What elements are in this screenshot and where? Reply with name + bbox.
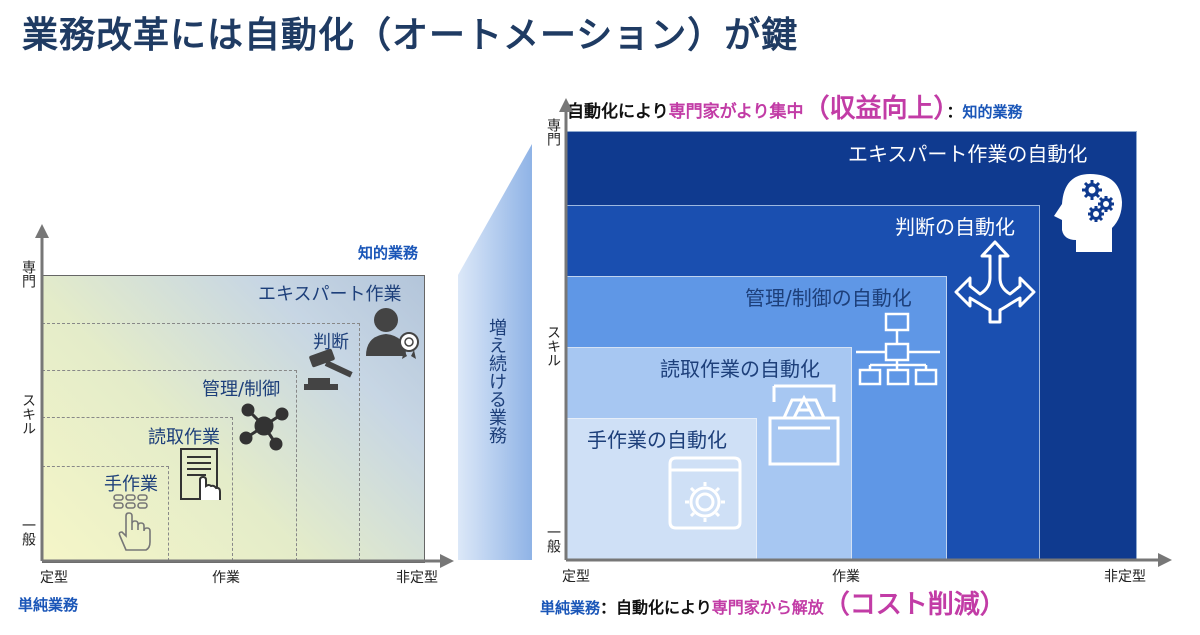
right-y-top: 専門 [545,118,561,146]
left-x-left: 定型 [40,570,68,586]
left-y-mid: スキル [20,393,36,435]
right-caption-bottom: 単純業務：自動化により専門家から解放（コスト削減） [540,584,1006,621]
right-caption-bottom-4: （コスト削減） [823,590,1006,620]
level-manual [566,418,757,560]
left-x-mid: 作業 [212,570,240,586]
step-box-1 [42,466,169,561]
right-x-mid: 作業 [832,569,860,585]
connector-label: 増え続ける業務 [486,318,507,444]
right-axes [559,98,1172,567]
gear-window-icon [668,456,742,530]
right-caption-top-2: 専門家がより集中 [668,102,804,122]
right-caption-top-3: （収益向上） [803,94,947,124]
right-y-mid: スキル [545,325,561,367]
right-caption-top-5: 知的業務 [962,103,1023,121]
right-caption-bottom-1: 単純業務 [540,599,601,617]
expert-person-icon [366,308,419,360]
head-gears-icon [1054,174,1122,252]
level-label-manual: 手作業の自動化 [587,428,727,452]
right-x-left: 定型 [562,569,590,585]
level-label-reading: 読取作業の自動化 [660,357,820,381]
right-caption-bottom-2: ：自動化により [600,598,712,617]
right-caption-top: 自動化により専門家がより集中（収益向上）：知的業務 [567,88,1023,125]
org-chart-icon [856,312,940,386]
level-label-control: 管理/制御の自動化 [745,286,912,310]
right-y-bottom: 一般 [545,525,561,553]
step-box-4 [42,323,360,561]
step-label-reading: 読取作業 [148,427,220,448]
left-diagram: 専門 スキル 一般 定型 作業 非定型 知的業務 単純業務 手作業 読取作業 管… [0,220,460,635]
left-axes [35,224,454,568]
left-y-bottom: 一般 [20,518,36,546]
step-label-manual: 手作業 [104,474,158,495]
page-title: 業務改革には自動化（オートメーション）が鍵 [22,15,799,56]
step-label-judgement: 判断 [313,332,349,353]
right-caption-top-4: ： [946,102,963,121]
document-hand-icon [180,448,221,500]
left-simple-label: 単純業務 [18,596,79,614]
connector-wedge [458,144,532,560]
scanner-icon [768,384,840,466]
level-label-judgement: 判断の自動化 [895,215,1015,239]
level-label-expert: エキスパート作業の自動化 [848,142,1088,166]
gavel-icon [304,348,353,390]
left-x-right: 非定型 [396,570,438,586]
right-caption-top-1: 自動化により [567,102,669,122]
step-box-2 [42,417,233,561]
branching-arrows-icon [954,240,1036,324]
right-x-right: 非定型 [1104,569,1146,585]
network-node-icon [239,403,289,451]
step-label-expert: エキスパート作業 [258,284,402,305]
left-y-top: 専門 [20,260,36,288]
step-label-control: 管理/制御 [202,379,281,400]
step-box-3 [42,370,297,561]
left-intellectual-label: 知的業務 [358,244,419,262]
right-caption-bottom-3: 専門家から解放 [711,598,824,617]
robot-hand-icon [113,494,151,551]
